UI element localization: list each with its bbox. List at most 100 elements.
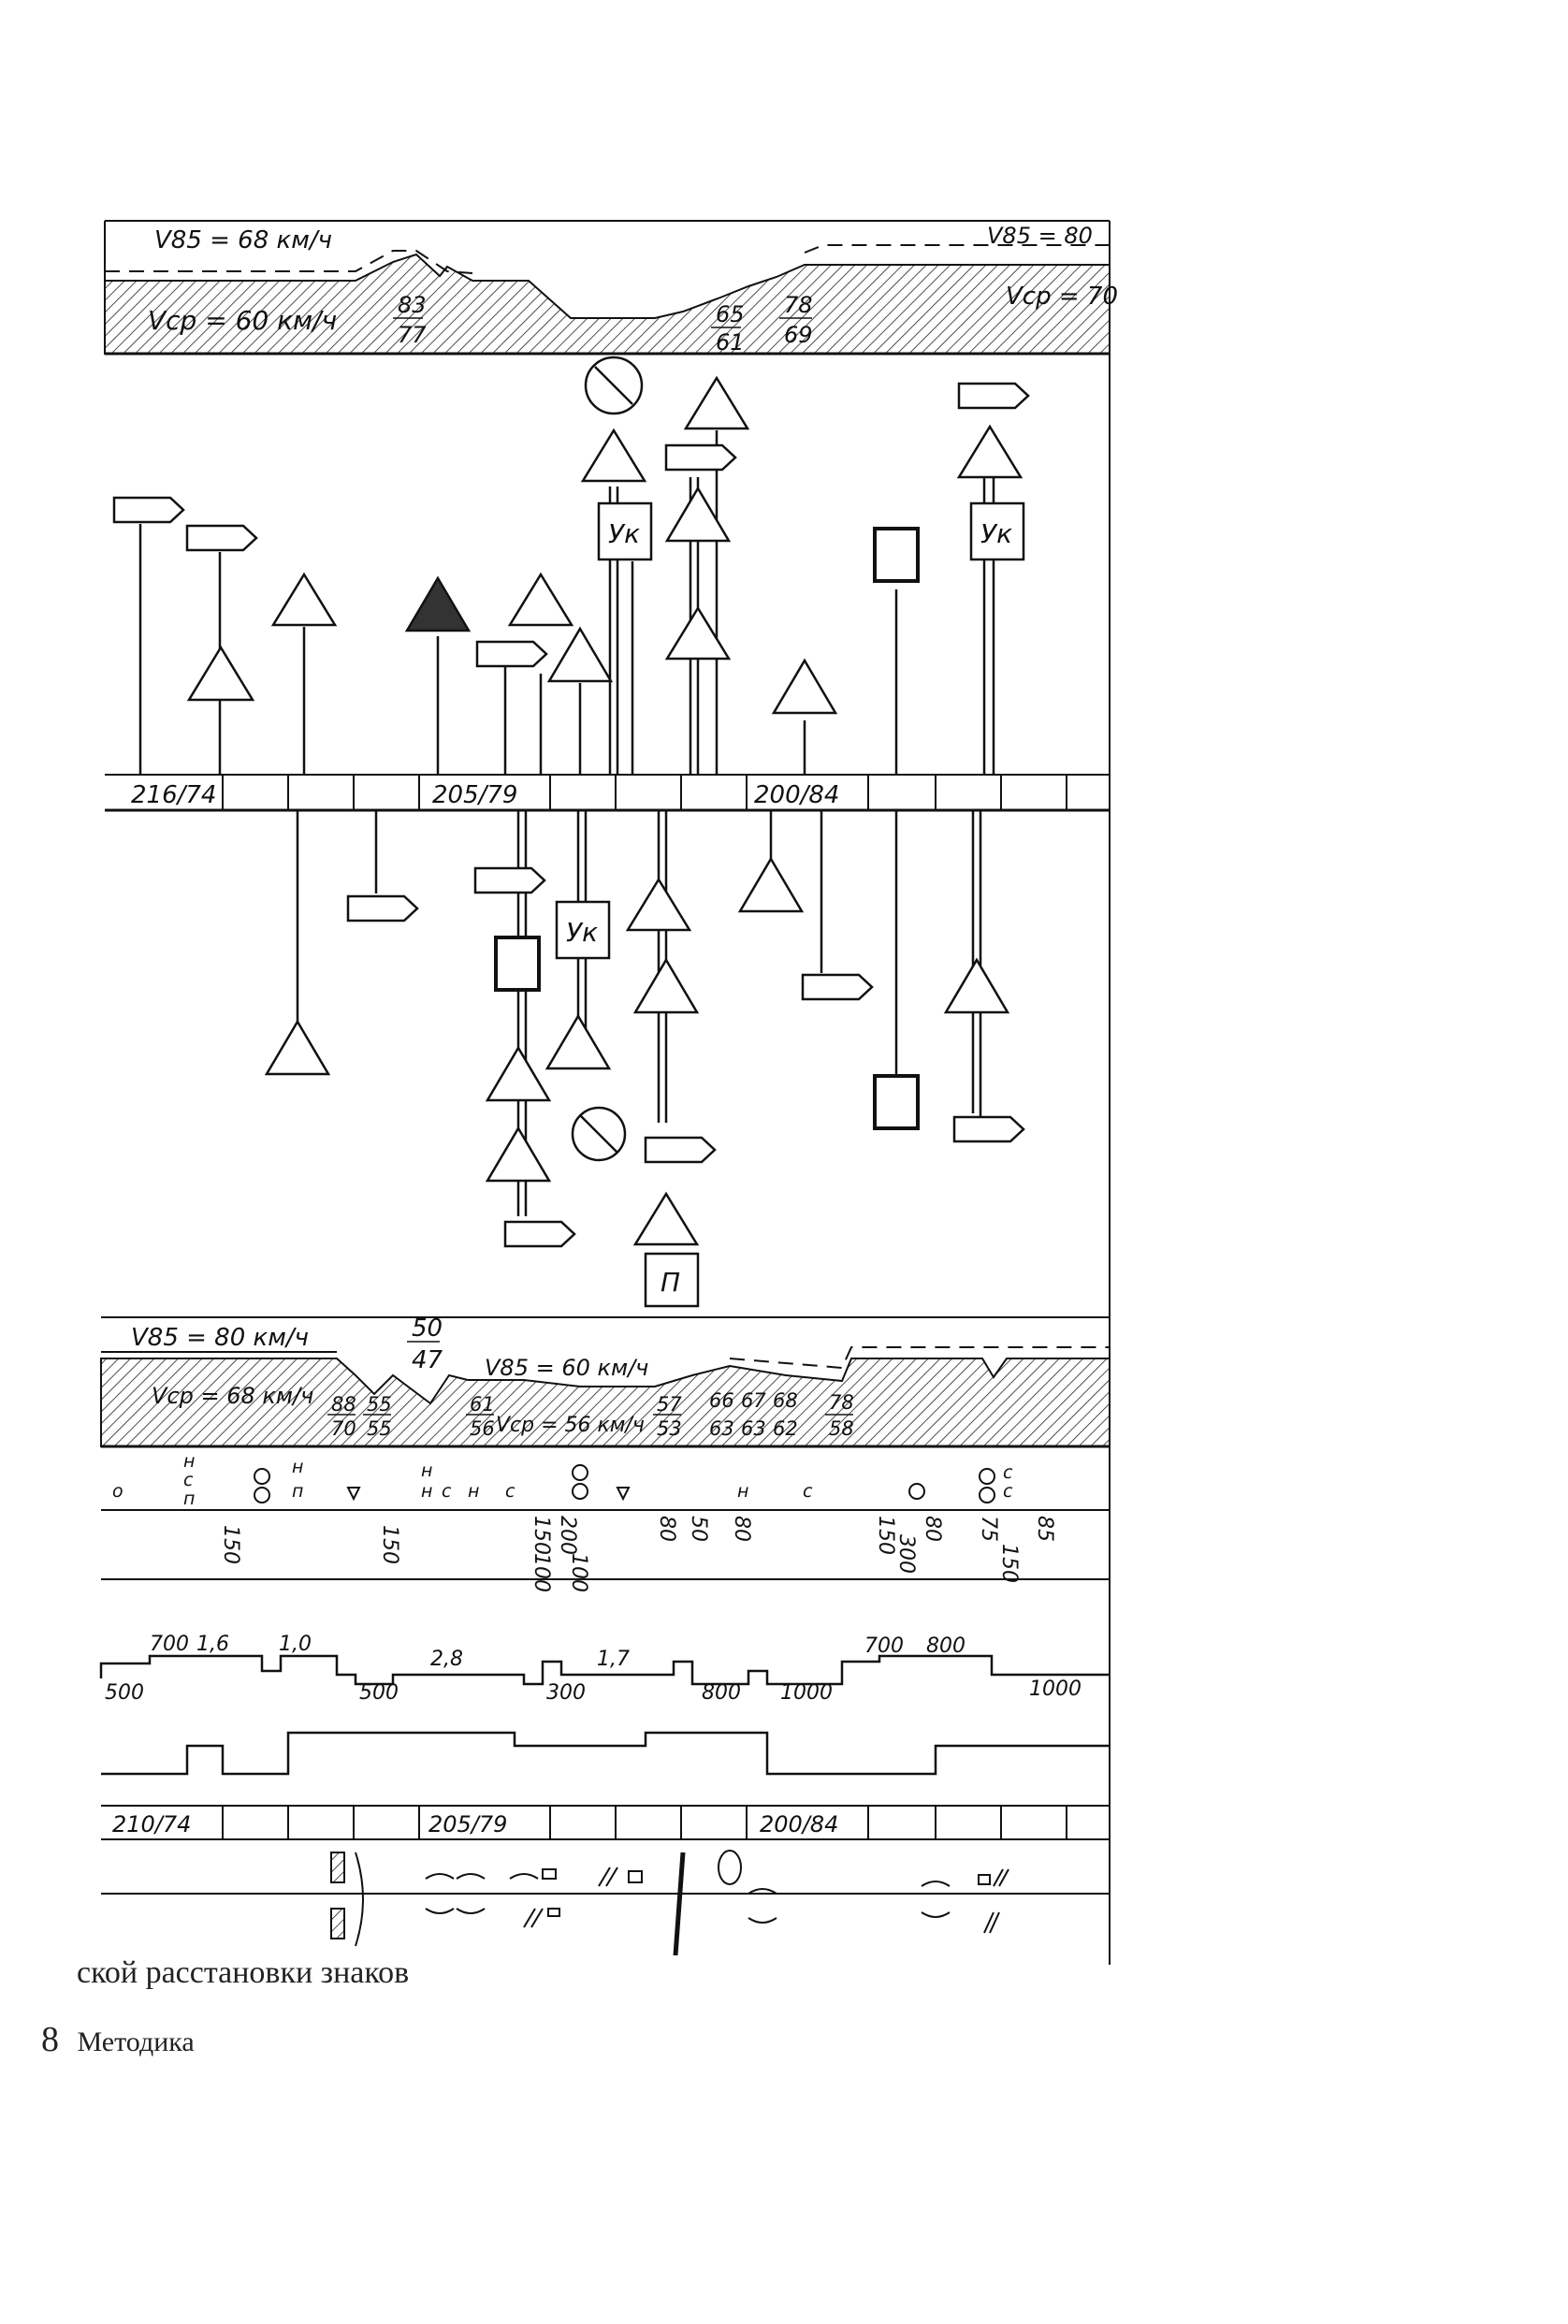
direction-plate-sign (475, 640, 548, 668)
direction-plate-sign (957, 382, 1030, 410)
warning-triangle-sign (485, 1126, 552, 1183)
warning-triangle-sign (546, 626, 614, 683)
symbol-char: о (112, 1481, 123, 1502)
bottom-vcp-mid: Vср = 56 км/ч (496, 1414, 645, 1437)
svg-text:62: 62 (773, 1417, 798, 1440)
svg-text:68: 68 (773, 1389, 798, 1412)
uk-sign (555, 900, 611, 960)
symbol-row: о н с п н п н н с н с н с с с (112, 1451, 1013, 1509)
km-label: 205/79 (428, 1811, 507, 1837)
middle-km-band: 216/74 205/79 200/84 (105, 774, 1110, 812)
km-label: 205/79 (432, 781, 517, 809)
bottom-fraction: 88 70 (327, 1393, 356, 1440)
step-label: 800 (702, 1681, 741, 1705)
phone-sign (494, 936, 541, 992)
bottom-v85-mid: V85 = 60 км/ч (485, 1355, 648, 1381)
svg-text:66: 66 (709, 1389, 734, 1412)
page-footer: 8 Методика (41, 2019, 195, 2060)
bottom-v85-left: V85 = 80 км/ч (131, 1324, 309, 1352)
svg-text:55: 55 (367, 1417, 392, 1440)
km-label: 216/74 (131, 781, 216, 809)
direction-plate-sign (664, 443, 737, 472)
bus-stop-icon (330, 1908, 345, 1939)
warning-triangle-sign (625, 877, 692, 932)
warning-triangle-sign (186, 645, 255, 702)
svg-text:63: 63 (741, 1417, 766, 1440)
svg-text:57: 57 (657, 1393, 682, 1416)
pond-icon (718, 1850, 742, 1885)
distance-value: 80 (921, 1516, 944, 1542)
distance-value: 150 (874, 1516, 897, 1555)
symbol-char: п (292, 1481, 303, 1502)
distance-value: 200 (556, 1516, 579, 1555)
caption-line: ской расстановки знаков (77, 1955, 410, 1990)
distance-value: 85 (1033, 1516, 1056, 1542)
distance-row: 150 150 150 100 200 100 80 50 80 150 300… (219, 1516, 1056, 1592)
fraction-denominator: 77 (398, 322, 427, 348)
bottom-fraction: 68 62 (773, 1389, 798, 1440)
svg-text:78: 78 (829, 1391, 854, 1414)
symbol-char: н (468, 1481, 479, 1502)
direction-plate-sign (112, 496, 185, 524)
step-label: 1000 (1029, 1678, 1082, 1701)
signs-above-axis (112, 356, 1030, 775)
signs-below-axis (264, 810, 1025, 1308)
svg-text:56: 56 (470, 1417, 495, 1440)
step-label: 500 (105, 1681, 144, 1705)
symbol-char: н (421, 1481, 432, 1502)
fraction-numerator: 50 (412, 1315, 443, 1343)
bus-stop-icon (330, 1852, 345, 1883)
fraction-denominator: 61 (716, 329, 745, 356)
direction-plate-sign (801, 973, 874, 1001)
direction-plate-sign (185, 524, 258, 552)
bottom-km-band: 210/74 205/79 200/84 (101, 1805, 1110, 1840)
warning-triangle-sign (956, 424, 1024, 479)
bottom-fraction: 66 63 (709, 1389, 734, 1440)
distance-value: 50 (687, 1516, 710, 1542)
warning-triangle-sign (580, 428, 647, 483)
svg-text:61: 61 (470, 1393, 495, 1416)
peak-fraction: 50 47 (407, 1315, 443, 1374)
warning-triangle-sign (270, 572, 338, 627)
symbol-char: с (505, 1481, 515, 1502)
curvature-band (101, 1731, 1111, 1789)
km-label: 200/84 (754, 781, 839, 809)
distance-value: 300 (894, 1534, 918, 1574)
step-diagram: 700 1,6 1,0 2,8 1,7 700 800 500 500 300 … (99, 1633, 1110, 1705)
page-number: 8 (41, 2020, 59, 2059)
symbol-char: п (183, 1489, 195, 1509)
top-vcp-left: Vср = 60 км/ч (148, 305, 337, 336)
bottom-speed-profile: V85 = 80 км/ч Vср = 68 км/ч V85 = 60 км/… (100, 1315, 1111, 1448)
step-label: 700 (864, 1634, 904, 1658)
p-sign-label: П (661, 1267, 680, 1298)
warning-triangle-sign (544, 1013, 612, 1070)
running-title: Методика (77, 2026, 195, 2057)
warning-triangle-sign (632, 1191, 700, 1246)
fraction-numerator: 83 (398, 292, 427, 318)
warning-triangle-sign (771, 658, 838, 715)
bottom-fraction: 78 58 (825, 1391, 854, 1440)
step-label: 300 (546, 1681, 586, 1705)
step-label: 700 (150, 1633, 189, 1656)
step-label: 2,8 (430, 1648, 463, 1671)
warning-triangle-sign (664, 605, 732, 661)
direction-plate-sign (644, 1136, 717, 1164)
direction-plate-sign (473, 866, 546, 894)
top-fraction-1: 83 77 (393, 292, 427, 348)
fraction-numerator: 65 (716, 301, 745, 327)
top-v85-left: V85 = 68 км/ч (154, 226, 332, 254)
top-v85-right: V85 = 80 (987, 223, 1093, 249)
fraction-denominator: 69 (784, 322, 813, 348)
top-fraction-3: 78 69 (779, 292, 813, 348)
step-label: 800 (926, 1634, 965, 1658)
symbol-char: н (421, 1460, 432, 1481)
warning-triangle-sign (485, 1045, 552, 1102)
bottom-vcp-left: Vср = 68 км/ч (152, 1383, 313, 1409)
warning-triangle-sign (683, 375, 750, 430)
bottom-fraction: 61 56 (466, 1393, 495, 1440)
top-vcp-right: Vср = 70 (1006, 283, 1118, 311)
phone-sign (873, 527, 920, 583)
symbol-char: с (442, 1481, 452, 1502)
km-label: 200/84 (760, 1811, 838, 1837)
svg-text:67: 67 (741, 1389, 766, 1412)
